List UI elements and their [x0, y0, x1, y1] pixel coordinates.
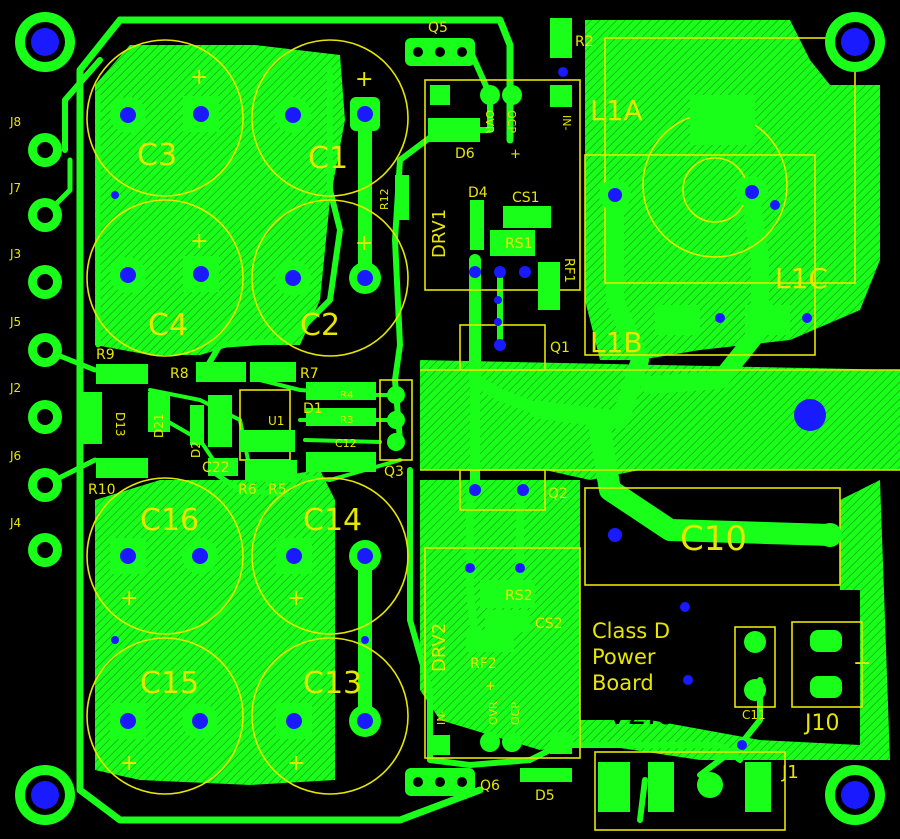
label-r10: R10 [88, 482, 116, 498]
c16-outline [86, 477, 244, 635]
label-d21: D21 [152, 413, 166, 438]
board-title-line-2: Power [592, 645, 656, 669]
label-d5: D5 [535, 788, 555, 804]
label-c4: C4 [148, 308, 188, 343]
label-r4: R4 [340, 390, 353, 401]
board-title-line-1: Class D [592, 619, 670, 643]
label-r5: R5 [268, 482, 287, 498]
label-cs2: CS2 [535, 616, 563, 632]
label-j2: J2 [9, 381, 21, 395]
label-d13: D13 [113, 412, 127, 437]
polarity-j10: − [853, 651, 871, 676]
board-version: V2.06 [607, 697, 694, 732]
label-j5: J5 [9, 315, 21, 329]
label-l1b: L1B [590, 326, 643, 359]
label-drv2-plus: + [485, 679, 496, 694]
label-r3: R3 [340, 415, 353, 426]
label-q6: Q6 [480, 778, 500, 794]
c13-outline [251, 637, 409, 795]
c3-outline [86, 39, 244, 197]
polarity-c4: + [190, 229, 208, 254]
label-r9: R9 [96, 347, 115, 363]
c14-outline [251, 477, 409, 635]
label-c12: C12 [335, 437, 357, 450]
label-drv1-ocp: OCP [505, 110, 518, 133]
pads [15, 12, 885, 825]
label-cs1: CS1 [512, 190, 540, 206]
label-c22: C22 [202, 460, 230, 476]
polarity-c16: + [120, 586, 138, 611]
label-rf1: RF1 [561, 258, 576, 283]
label-r7: R7 [300, 366, 319, 382]
label-rs1: RS1 [505, 236, 533, 252]
label-q1: Q1 [550, 340, 570, 356]
label-q3: Q3 [384, 464, 404, 480]
polarity-c15: + [120, 751, 138, 776]
silkscreen-labels: C3 C1 C4 C2 C16 C14 C15 C13 C10 C11 C12 … [9, 20, 871, 804]
label-j3: J3 [9, 247, 21, 261]
label-rs2: RS2 [505, 588, 533, 604]
board-title-line-3: Board [592, 671, 654, 695]
label-drv2-ovr: OVR [487, 701, 500, 725]
label-c14: C14 [303, 503, 362, 538]
polarity-c3: + [190, 65, 208, 90]
label-drv2-in: IN- [435, 710, 448, 725]
label-r8: R8 [170, 366, 189, 382]
label-q2: Q2 [548, 486, 568, 502]
label-r12: R12 [378, 188, 391, 210]
label-drv1-ovr: OVR [483, 110, 496, 134]
label-c3: C3 [137, 138, 177, 173]
label-c1: C1 [308, 141, 348, 176]
label-c16: C16 [140, 503, 199, 538]
label-u1: U1 [268, 414, 284, 428]
mounting-hole-br [825, 765, 885, 825]
label-c13: C13 [303, 666, 362, 701]
label-d2: D2 [189, 441, 203, 458]
c1-outline [251, 39, 409, 197]
label-d4: D4 [468, 185, 488, 201]
polarity-c2: + [355, 231, 373, 256]
label-d1: D1 [303, 401, 323, 417]
label-c10: C10 [680, 519, 747, 559]
label-drv1-plus: + [510, 147, 521, 162]
label-r2: R2 [575, 34, 594, 50]
label-c2: C2 [300, 308, 340, 343]
label-drv2: DRV2 [429, 623, 450, 672]
label-r6: R6 [238, 482, 257, 498]
silkscreen [86, 37, 900, 831]
label-j8: J8 [9, 115, 21, 129]
c4-outline [86, 199, 244, 357]
label-drv1: DRV1 [429, 209, 450, 258]
label-q5: Q5 [428, 20, 448, 36]
label-j7: J7 [9, 181, 21, 195]
mounting-hole-bl [15, 765, 75, 825]
label-j6: J6 [9, 449, 21, 463]
label-d6: D6 [455, 146, 475, 162]
polarity-c13: + [287, 751, 305, 776]
label-drv2-ocp: OCP [509, 702, 522, 725]
label-drv1-in: IN- [560, 115, 573, 130]
label-l1a: L1A [590, 94, 643, 127]
label-c15: C15 [140, 666, 199, 701]
c2-outline [251, 199, 409, 357]
polarity-c14: + [287, 586, 305, 611]
label-j4: J4 [9, 516, 21, 530]
mounting-hole-tl [15, 12, 75, 72]
label-c11: C11 [742, 708, 766, 722]
polarity-c1: + [355, 67, 373, 92]
copper-pours [95, 20, 900, 785]
label-j1: J1 [781, 762, 799, 783]
label-l1c: L1C [775, 262, 828, 295]
traces [42, 16, 841, 824]
mounting-hole-tr [825, 12, 885, 72]
c15-outline [86, 637, 244, 795]
label-j10: J10 [803, 711, 839, 736]
label-rf2: RF2 [470, 656, 497, 672]
